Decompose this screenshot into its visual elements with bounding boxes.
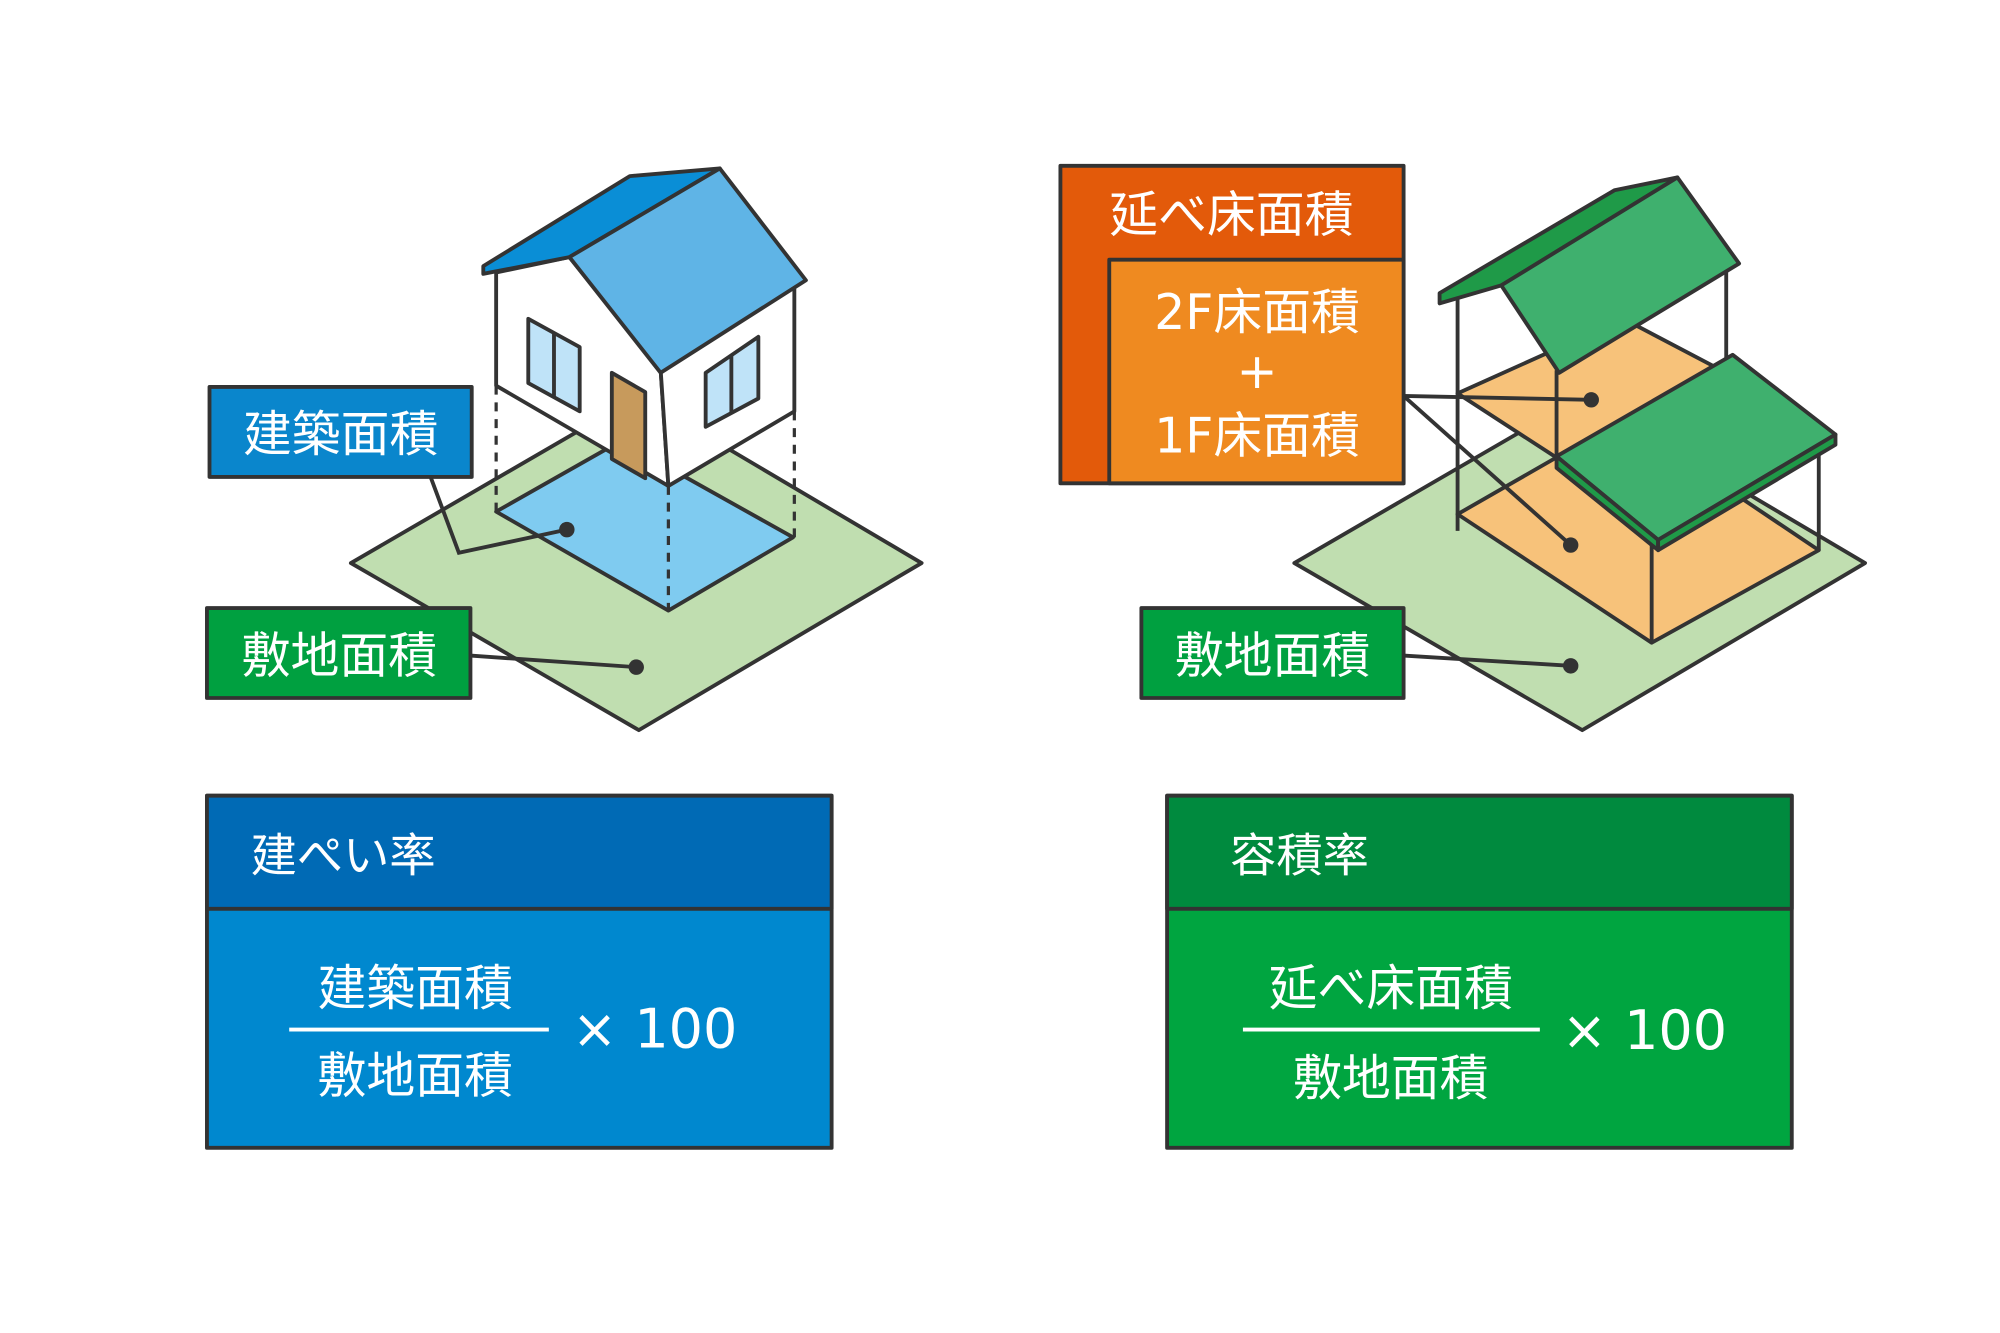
- fraction-numerator: 建築面積: [318, 960, 513, 1017]
- floor-area-ratio-panel: 容積率 延べ床面積 敷地面積 × 100: [1165, 793, 1794, 1150]
- door: [609, 370, 648, 481]
- upper-roof: [1437, 175, 1742, 375]
- leader-dot: [628, 659, 644, 675]
- fraction-denominator: 敷地面積: [1293, 1050, 1488, 1107]
- floor2-area-text: 2F床面積: [1154, 284, 1360, 341]
- building-coverage-ratio-panel: 建ぺい率 建築面積 敷地面積 × 100: [205, 793, 834, 1150]
- site-area-label: 敷地面積: [205, 606, 473, 700]
- building-coverage-illustration: 建築面積 敷地面積: [205, 166, 924, 733]
- leader-dot: [1562, 658, 1579, 674]
- lower-roof: [1554, 352, 1838, 553]
- panel-title: 建ぺい率: [251, 829, 436, 883]
- panel-title: 容積率: [1230, 829, 1369, 883]
- site-area-label: 敷地面積: [1139, 606, 1406, 700]
- house-icon: [481, 166, 808, 488]
- fraction-numerator: 延べ床面積: [1269, 960, 1513, 1017]
- building-area-label: 建築面積: [207, 385, 474, 479]
- total-floor-area-label: 延べ床面積 2F床面積 + 1F床面積: [1058, 163, 1406, 486]
- floor-area-illustration: 延べ床面積 2F床面積 + 1F床面積 敷地面積: [1058, 163, 1867, 733]
- multiplier-text: × 100: [572, 998, 737, 1061]
- fraction-denominator: 敷地面積: [318, 1048, 513, 1105]
- leader-dot: [1583, 392, 1599, 408]
- leader-dot: [559, 521, 575, 538]
- leader-line: [470, 653, 637, 670]
- leader-line: [1403, 653, 1571, 668]
- leader-line: [428, 476, 568, 555]
- leader-dot: [1562, 537, 1579, 553]
- leader-line: [1402, 394, 1572, 547]
- floor1-area-text: 1F床面積: [1154, 407, 1360, 464]
- total-floor-area-text: 延べ床面積: [1109, 186, 1353, 243]
- site-area-text: 敷地面積: [1175, 627, 1370, 684]
- leader-line: [1403, 394, 1592, 402]
- plus-sign: +: [1237, 343, 1278, 400]
- site-area-text: 敷地面積: [242, 627, 437, 684]
- building-area-text: 建築面積: [243, 406, 438, 463]
- multiplier-text: × 100: [1562, 999, 1727, 1062]
